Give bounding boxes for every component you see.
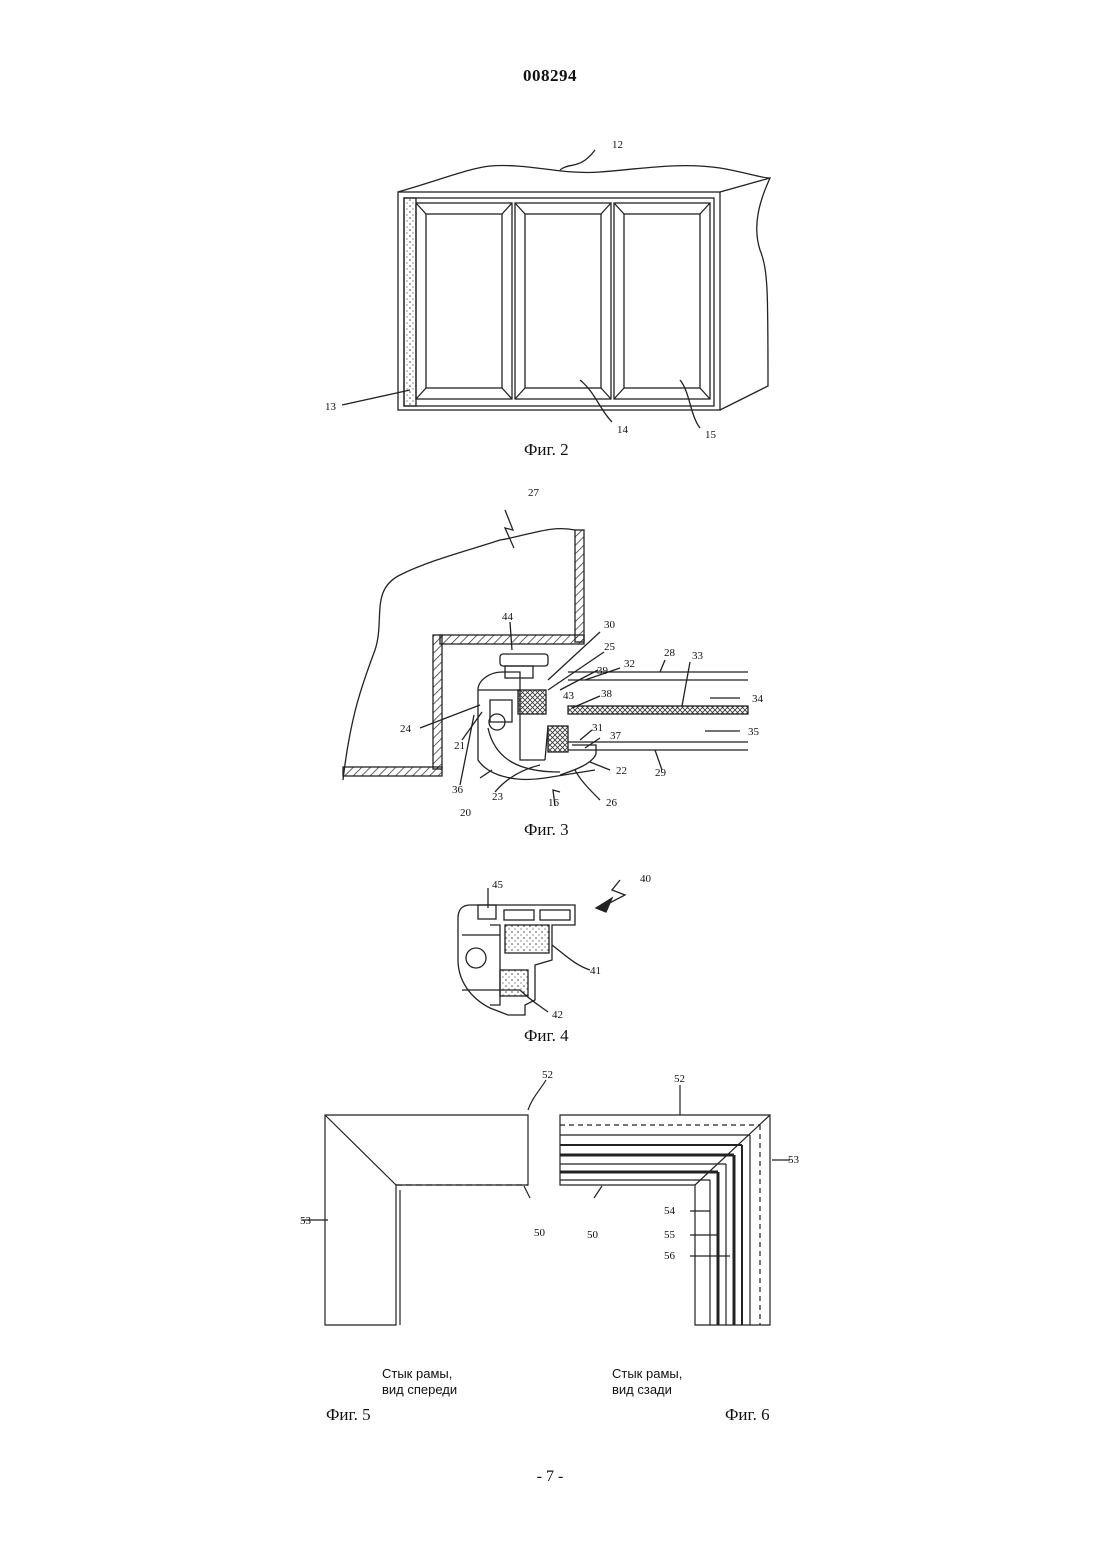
fig6-label-56: 56 bbox=[664, 1250, 676, 1262]
fig3-label-28: 28 bbox=[664, 647, 676, 659]
figure-6-frame-back bbox=[560, 1085, 790, 1325]
fig5-title-line2: вид спереди bbox=[382, 1382, 457, 1397]
fig3-label-16: 16 bbox=[548, 797, 560, 809]
fig4-label-42: 42 bbox=[552, 1009, 563, 1021]
figure-5-frame-front bbox=[302, 1080, 546, 1325]
fig6-title-line1: Стык рамы, bbox=[612, 1366, 682, 1381]
fig3-label-30: 30 bbox=[604, 619, 616, 631]
fig4-label-41: 41 bbox=[590, 965, 601, 977]
fig3-label-44: 44 bbox=[502, 611, 514, 623]
fig6-label-55: 55 bbox=[664, 1229, 676, 1241]
fig4-label-45: 45 bbox=[492, 879, 504, 891]
fig2-label-12: 12 bbox=[612, 139, 623, 151]
fig3-label-26: 26 bbox=[606, 797, 618, 809]
fig6-title-line2: вид сзади bbox=[612, 1382, 672, 1397]
fig3-label-36: 36 bbox=[452, 784, 464, 796]
figure-3-cross-section bbox=[343, 510, 748, 806]
fig3-label-21: 21 bbox=[454, 740, 465, 752]
fig2-caption: Фиг. 2 bbox=[524, 440, 569, 459]
fig6-label-54: 54 bbox=[664, 1205, 676, 1217]
fig5-title-line1: Стык рамы, bbox=[382, 1366, 452, 1381]
fig5-label-52: 52 bbox=[542, 1069, 553, 1081]
fig3-label-38: 38 bbox=[601, 688, 613, 700]
fig2-label-15: 15 bbox=[705, 429, 717, 441]
fig4-caption: Фиг. 4 bbox=[524, 1026, 569, 1045]
fig3-label-31: 31 bbox=[592, 722, 603, 734]
fig6-label-52: 52 bbox=[674, 1073, 685, 1085]
fig3-label-37: 37 bbox=[610, 730, 622, 742]
fig3-label-39: 39 bbox=[597, 665, 609, 677]
fig6-caption: Фиг. 6 bbox=[725, 1405, 770, 1424]
page-number: - 7 - bbox=[0, 1468, 1100, 1486]
fig3-label-20: 20 bbox=[460, 807, 472, 819]
fig2-label-13: 13 bbox=[325, 401, 337, 413]
fig3-label-34: 34 bbox=[752, 693, 764, 705]
fig3-label-27: 27 bbox=[528, 487, 540, 499]
fig3-label-43: 43 bbox=[563, 690, 575, 702]
fig4-label-40: 40 bbox=[640, 873, 652, 885]
fig3-label-35: 35 bbox=[748, 726, 760, 738]
figure-2-cabinet bbox=[342, 150, 770, 428]
fig2-label-14: 14 bbox=[617, 424, 629, 436]
fig3-label-33: 33 bbox=[692, 650, 704, 662]
fig5-caption: Фиг. 5 bbox=[326, 1405, 371, 1424]
fig6-label-50: 50 bbox=[587, 1229, 599, 1241]
fig3-label-29: 29 bbox=[655, 767, 667, 779]
fig5-label-53: 53 bbox=[300, 1215, 312, 1227]
fig3-label-24: 24 bbox=[400, 723, 412, 735]
fig6-label-53: 53 bbox=[788, 1154, 800, 1166]
fig3-label-32: 32 bbox=[624, 658, 635, 670]
fig5-label-50: 50 bbox=[534, 1227, 546, 1239]
figure-4-profile bbox=[458, 880, 625, 1015]
fig3-label-22: 22 bbox=[616, 765, 627, 777]
fig3-label-25: 25 bbox=[604, 641, 616, 653]
fig3-caption: Фиг. 3 bbox=[524, 820, 569, 839]
fig3-label-23: 23 bbox=[492, 791, 504, 803]
